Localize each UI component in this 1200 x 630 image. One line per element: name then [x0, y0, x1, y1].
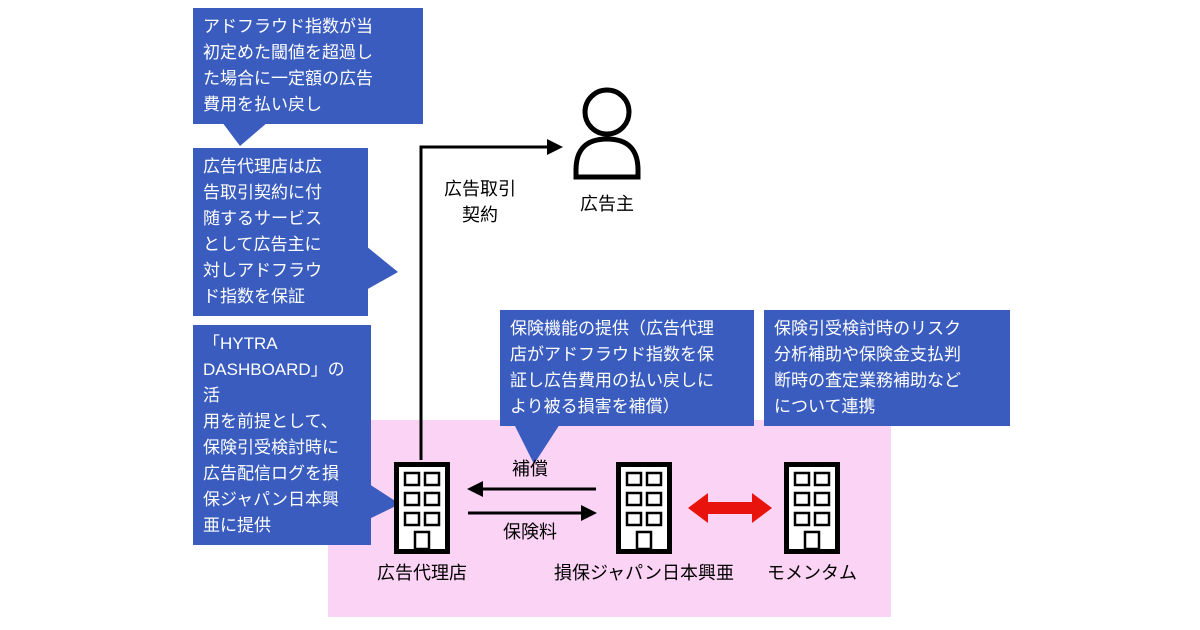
building-icon-agency: [394, 462, 450, 554]
callout-guarantee: 広告代理店は広 告取引契約に付 随するサービス として広告主に 対しアドフラウ …: [193, 148, 368, 316]
contract-arrow-icon: [419, 139, 563, 460]
callout-insurance-tail-icon: [514, 424, 560, 464]
callout-partnership: 保険引受検討時のリスク 分析補助や保険金支払判 断時の査定業務補助など について…: [764, 310, 1010, 426]
label-agency: 広告代理店: [377, 563, 467, 583]
callout-guarantee-tail-icon: [366, 246, 398, 290]
label-advertiser: 広告主: [580, 194, 634, 214]
label-insurer: 損保ジャパン日本興亜: [554, 563, 734, 583]
label-compensation: 補償: [512, 459, 548, 479]
red-double-arrow-icon: [688, 493, 772, 523]
building-icon-insurer: [616, 462, 672, 554]
callout-refund: アドフラウド指数が当 初定めた閾値を超過し た場合に一定額の広告 費用を払い戻し: [193, 8, 423, 124]
building-icon-momentum: [784, 462, 840, 554]
callout-insurance-function: 保険機能の提供（広告代理 店がアドフラウド指数を保 証し広告費用の払い戻しに よ…: [500, 310, 754, 426]
label-ad-contract: 広告取引 契約: [444, 179, 516, 225]
callout-hytra-tail-icon: [369, 484, 400, 519]
callout-refund-tail-icon: [222, 122, 268, 146]
label-premium: 保険料: [503, 522, 557, 542]
premium-arrow-icon: [468, 505, 597, 521]
label-momentum: モメンタム: [767, 563, 857, 583]
person-icon: [573, 87, 641, 180]
callout-hytra: 「HYTRA DASHBOARD」の活 用を前提として、 保険引受検討時に 広告…: [193, 325, 371, 545]
compensation-arrow-icon: [467, 481, 596, 497]
